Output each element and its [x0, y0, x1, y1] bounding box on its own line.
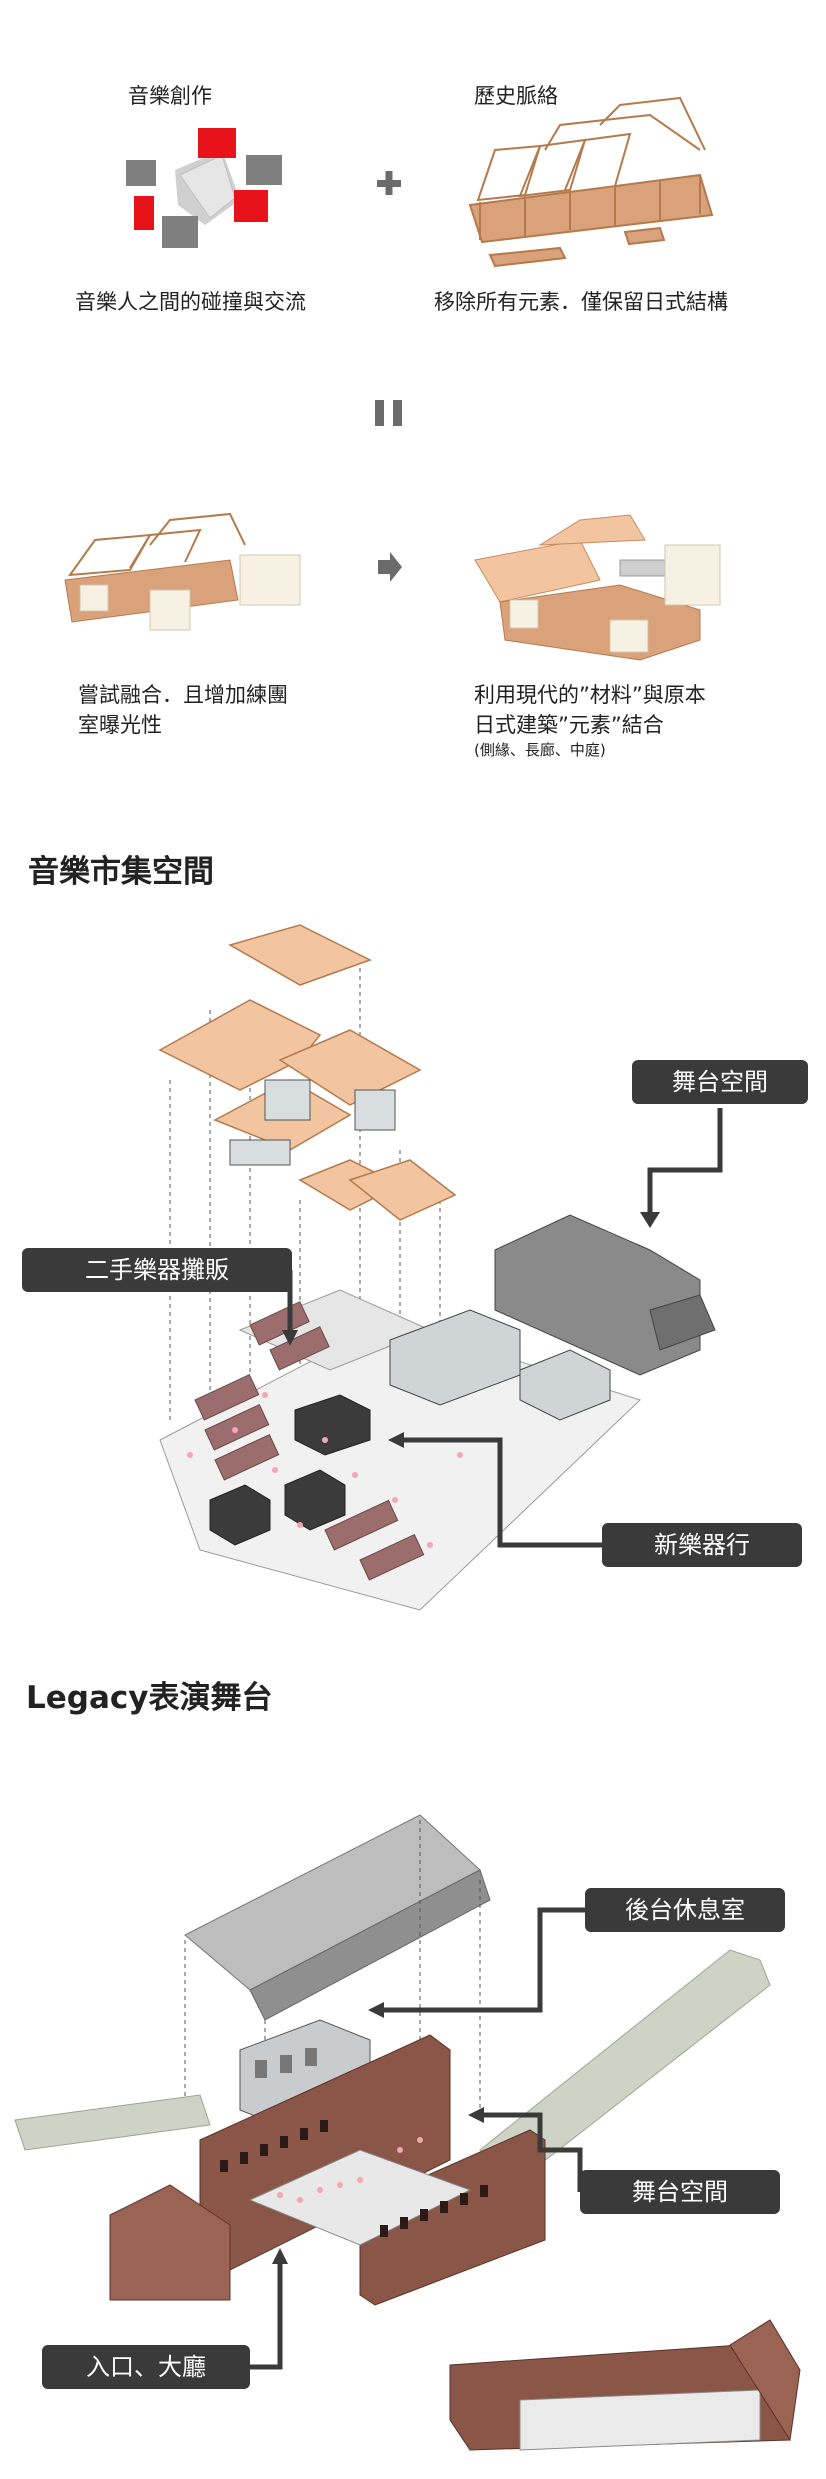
callout-new-shop: 新樂器行	[602, 1523, 802, 1567]
modern-caption-line2: 日式建築”元素”結合	[474, 713, 664, 737]
callout-legacy-stage: 舞台空間	[580, 2170, 780, 2214]
musician-interaction-caption: 音樂人之間的碰撞與交流	[75, 290, 306, 314]
callout-stage-space: 舞台空間	[632, 1060, 808, 1104]
brick-windows	[220, 2120, 488, 2237]
legacy-section-title: Legacy表演舞台	[26, 1680, 273, 1716]
people-markers	[187, 1392, 463, 1548]
market-frame-glass	[229, 1079, 396, 1166]
market-section-title: 音樂市集空間	[28, 854, 214, 890]
glass-halls	[389, 1309, 611, 1421]
brick-building	[109, 2034, 546, 2306]
callout-secondhand-stalls: 二手樂器攤販	[22, 1248, 292, 1292]
modern-diagram-right	[474, 514, 721, 661]
modern-caption-note: (側緣、長廊、中庭)	[474, 741, 606, 759]
history-context-label: 歷史脈絡	[474, 84, 558, 108]
new-shop-blocks	[209, 1394, 371, 1546]
legacy-roof	[184, 1814, 491, 2021]
modern-caption: 利用現代的”材料”與原本 日式建築”元素”結合 (側緣、長廊、中庭)	[474, 680, 706, 760]
music-creation-label: 音樂創作	[128, 84, 212, 108]
merge-caption-line2: 室曝光性	[78, 713, 162, 737]
timber-structure-diagram	[468, 96, 714, 268]
music-blocks-diagram	[126, 128, 282, 248]
merge-diagram-left	[64, 512, 301, 631]
modern-caption-line1: 利用現代的”材料”與原本	[474, 683, 706, 707]
callout-entrance-lobby: 入口、大廳	[42, 2345, 250, 2389]
remove-elements-caption: 移除所有元素．僅保留日式結構	[434, 290, 728, 314]
legacy-arrowheads	[272, 2002, 484, 2264]
arrow-right-icon	[378, 552, 402, 582]
audience-markers	[277, 2137, 423, 2203]
merge-caption: 嘗試融合．且增加練團 室曝光性	[78, 680, 288, 740]
plus-icon	[377, 171, 401, 195]
equals-icon	[375, 400, 402, 426]
callout-backstage: 後台休息室	[585, 1888, 785, 1932]
merge-caption-line1: 嘗試融合．且增加練團	[78, 683, 288, 707]
market-arrowheads	[282, 1212, 660, 1448]
secondhand-stalls	[194, 1301, 425, 1581]
legacy-callout-lines	[250, 1907, 585, 2370]
section-perspective	[449, 2319, 801, 2451]
market-roofs	[158, 924, 457, 1221]
stage-volume	[494, 1214, 716, 1376]
